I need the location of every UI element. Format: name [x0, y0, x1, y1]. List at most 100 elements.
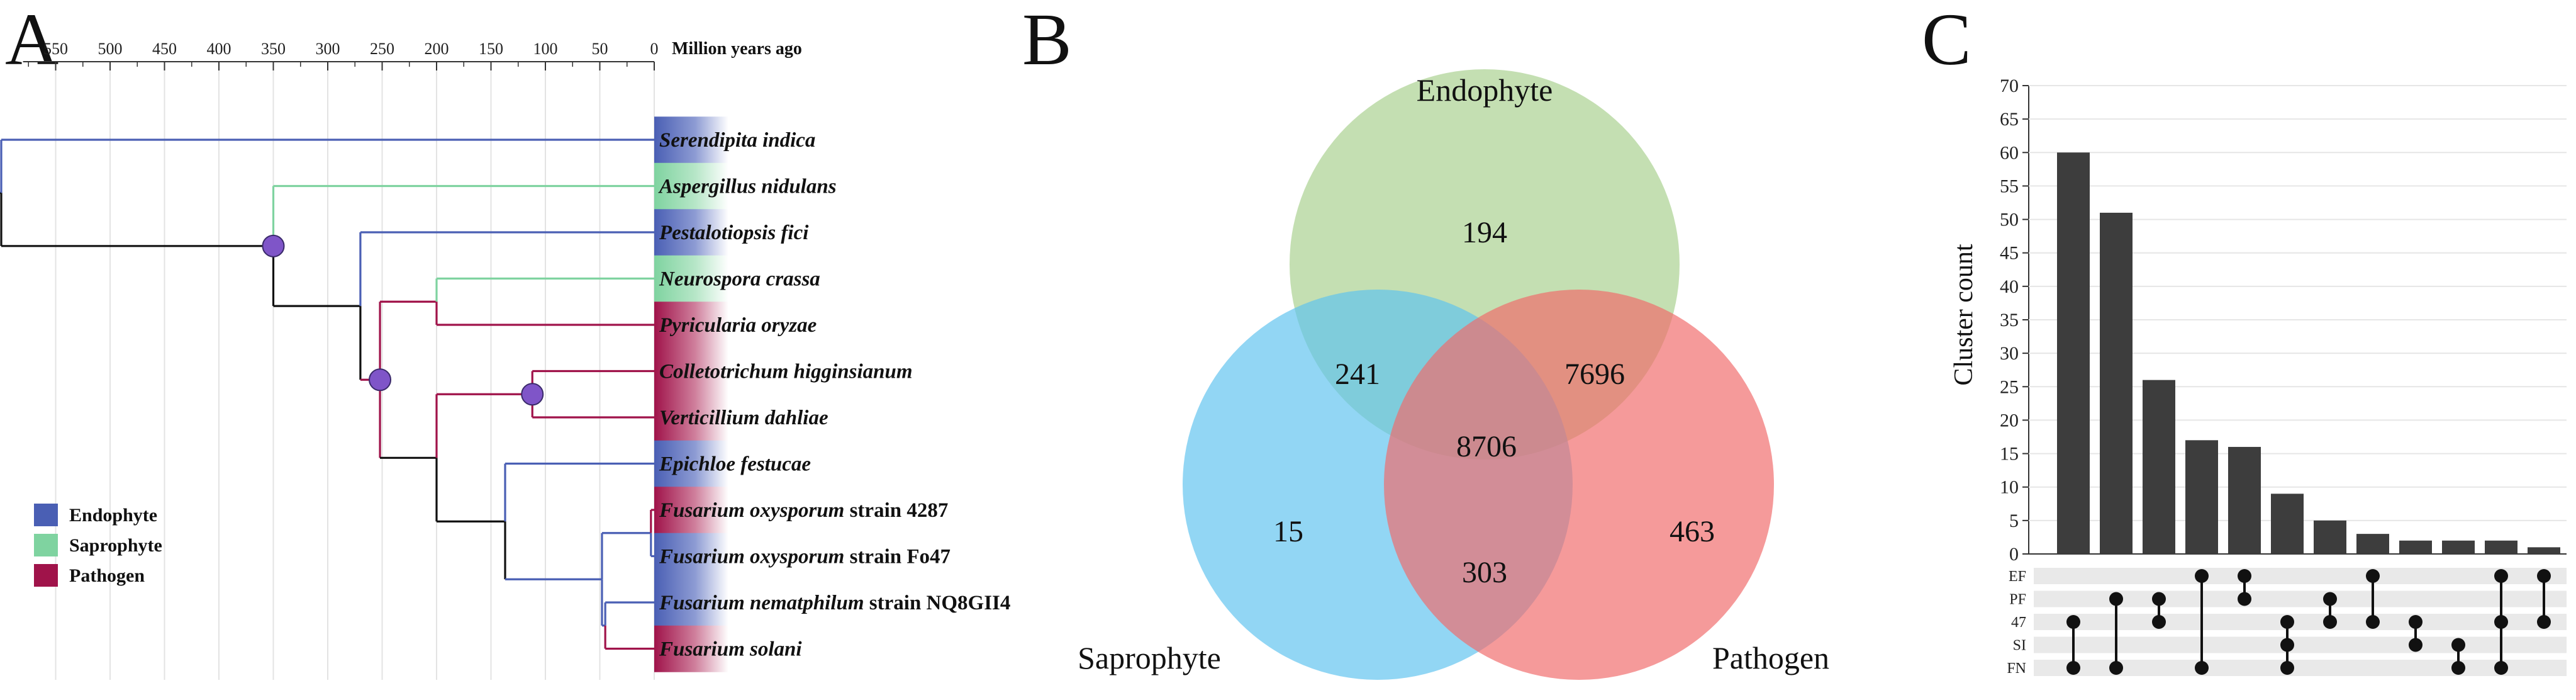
y-tick-label: 55	[2000, 176, 2019, 196]
panel-label-c: C	[1922, 0, 1971, 81]
taxon-label: Neurospora crassa	[659, 268, 820, 291]
venn-value-endophyte-pathogen: 7696	[1564, 358, 1625, 391]
set-label: EF	[2009, 568, 2026, 585]
y-tick-label: 60	[2000, 142, 2019, 163]
venn-value-all-three: 8706	[1456, 430, 1517, 463]
taxon-color-strip	[654, 533, 728, 580]
matrix-dot	[2066, 615, 2080, 629]
matrix-dot	[2280, 638, 2294, 652]
taxon-color-strip	[654, 162, 728, 210]
bar	[2057, 152, 2090, 555]
y-axis-label: Cluster count	[1949, 244, 1978, 385]
time-tick-label: 300	[316, 40, 340, 58]
bar	[2314, 520, 2346, 554]
venn-diagram: Endophyte Saprophyte Pathogen 194 241 76…	[1078, 69, 1829, 680]
venn-value-pathogen-only: 463	[1670, 515, 1715, 548]
y-tick-label: 50	[2000, 210, 2019, 230]
matrix-dot	[2494, 569, 2508, 583]
matrix-dot	[2409, 638, 2423, 652]
calibration-node	[369, 368, 392, 392]
matrix-row-band	[2034, 568, 2567, 584]
taxon-color-strip	[654, 116, 728, 164]
bar	[2271, 494, 2304, 554]
calibration-node	[262, 234, 285, 257]
taxon-color-strip	[654, 579, 728, 626]
set-label: 47	[2011, 614, 2026, 631]
bar	[2356, 534, 2389, 554]
taxon-label: Pyricularia oryzae	[659, 314, 817, 337]
legend-label: Endophyte	[69, 505, 157, 526]
panel-label-b: B	[1022, 0, 1072, 81]
time-tick-label: 500	[98, 40, 123, 58]
bar	[2100, 212, 2133, 554]
taxon-color-strip	[654, 440, 728, 487]
matrix-dot	[2066, 661, 2080, 675]
taxon-color-strip	[654, 487, 728, 534]
time-tick-label: 450	[152, 40, 177, 58]
taxon-color-strip	[654, 394, 728, 441]
bar	[2528, 547, 2560, 554]
matrix-dot	[2537, 569, 2551, 583]
matrix-dot	[2238, 592, 2251, 606]
time-tick-label: 0	[650, 40, 659, 58]
matrix-dot	[2537, 615, 2551, 629]
y-tick-label: 10	[2000, 477, 2019, 498]
taxon-label: Fusarium solani	[659, 638, 802, 661]
matrix-dot	[2323, 592, 2337, 606]
taxon-label: Fusarium oxysporum strain 4287	[659, 499, 948, 522]
y-tick-label: 5	[2009, 511, 2019, 531]
y-tick-label: 40	[2000, 276, 2019, 297]
matrix-dot	[2494, 661, 2508, 675]
legend-label: Pathogen	[69, 565, 145, 586]
taxon-label: Verticillium dahliae	[659, 407, 828, 429]
matrix-dot	[2323, 615, 2337, 629]
y-tick-label: 65	[2000, 109, 2019, 130]
legend-swatch	[34, 534, 58, 556]
y-tick-label: 20	[2000, 410, 2019, 431]
matrix-dot	[2280, 661, 2294, 675]
venn-label-pathogen: Pathogen	[1712, 640, 1829, 675]
taxon-color-strip	[654, 625, 728, 672]
matrix-dot	[2238, 569, 2251, 583]
legend-label: Saprophyte	[69, 535, 162, 556]
matrix-dot	[2451, 661, 2465, 675]
taxon-label: Serendipita indica	[659, 129, 815, 152]
y-tick-label: 30	[2000, 343, 2019, 364]
y-tick-label: 25	[2000, 376, 2019, 397]
venn-label-endophyte: Endophyte	[1417, 72, 1553, 108]
matrix-row-band	[2034, 636, 2567, 653]
taxon-label: Fusarium oxysporum strain Fo47	[659, 546, 951, 568]
matrix-dot	[2494, 615, 2508, 629]
matrix-dot	[2152, 592, 2166, 606]
matrix-dot	[2109, 661, 2123, 675]
set-label: FN	[2007, 660, 2026, 677]
matrix-dot	[2152, 615, 2166, 629]
venn-circle-pathogen	[1384, 290, 1774, 680]
taxon-label: Colletotrichum higginsianum	[659, 361, 913, 383]
venn-label-saprophyte: Saprophyte	[1078, 640, 1221, 675]
taxon-color-strip	[654, 347, 728, 395]
bar	[2399, 540, 2432, 554]
venn-value-saprophyte-only: 15	[1273, 515, 1303, 548]
matrix-row-band	[2034, 614, 2567, 630]
y-tick-label: 45	[2000, 243, 2019, 264]
taxon-color-strip	[654, 302, 728, 349]
y-tick-label: 35	[2000, 310, 2019, 330]
panel-label-a: A	[5, 0, 59, 81]
calibration-node	[521, 383, 544, 406]
time-tick-label: 50	[592, 40, 608, 58]
legend-swatch	[34, 504, 58, 526]
time-tick-label: 200	[425, 40, 449, 58]
time-tick-label: 350	[261, 40, 286, 58]
y-tick-label: 15	[2000, 444, 2019, 465]
bar	[2485, 540, 2517, 554]
y-tick-label: 0	[2009, 544, 2019, 565]
bar	[2143, 380, 2175, 554]
time-tick-label: 100	[533, 40, 558, 58]
venn-value-endophyte-saprophyte: 241	[1335, 358, 1380, 391]
time-unit-label: Million years ago	[672, 39, 802, 59]
bar	[2228, 446, 2261, 554]
